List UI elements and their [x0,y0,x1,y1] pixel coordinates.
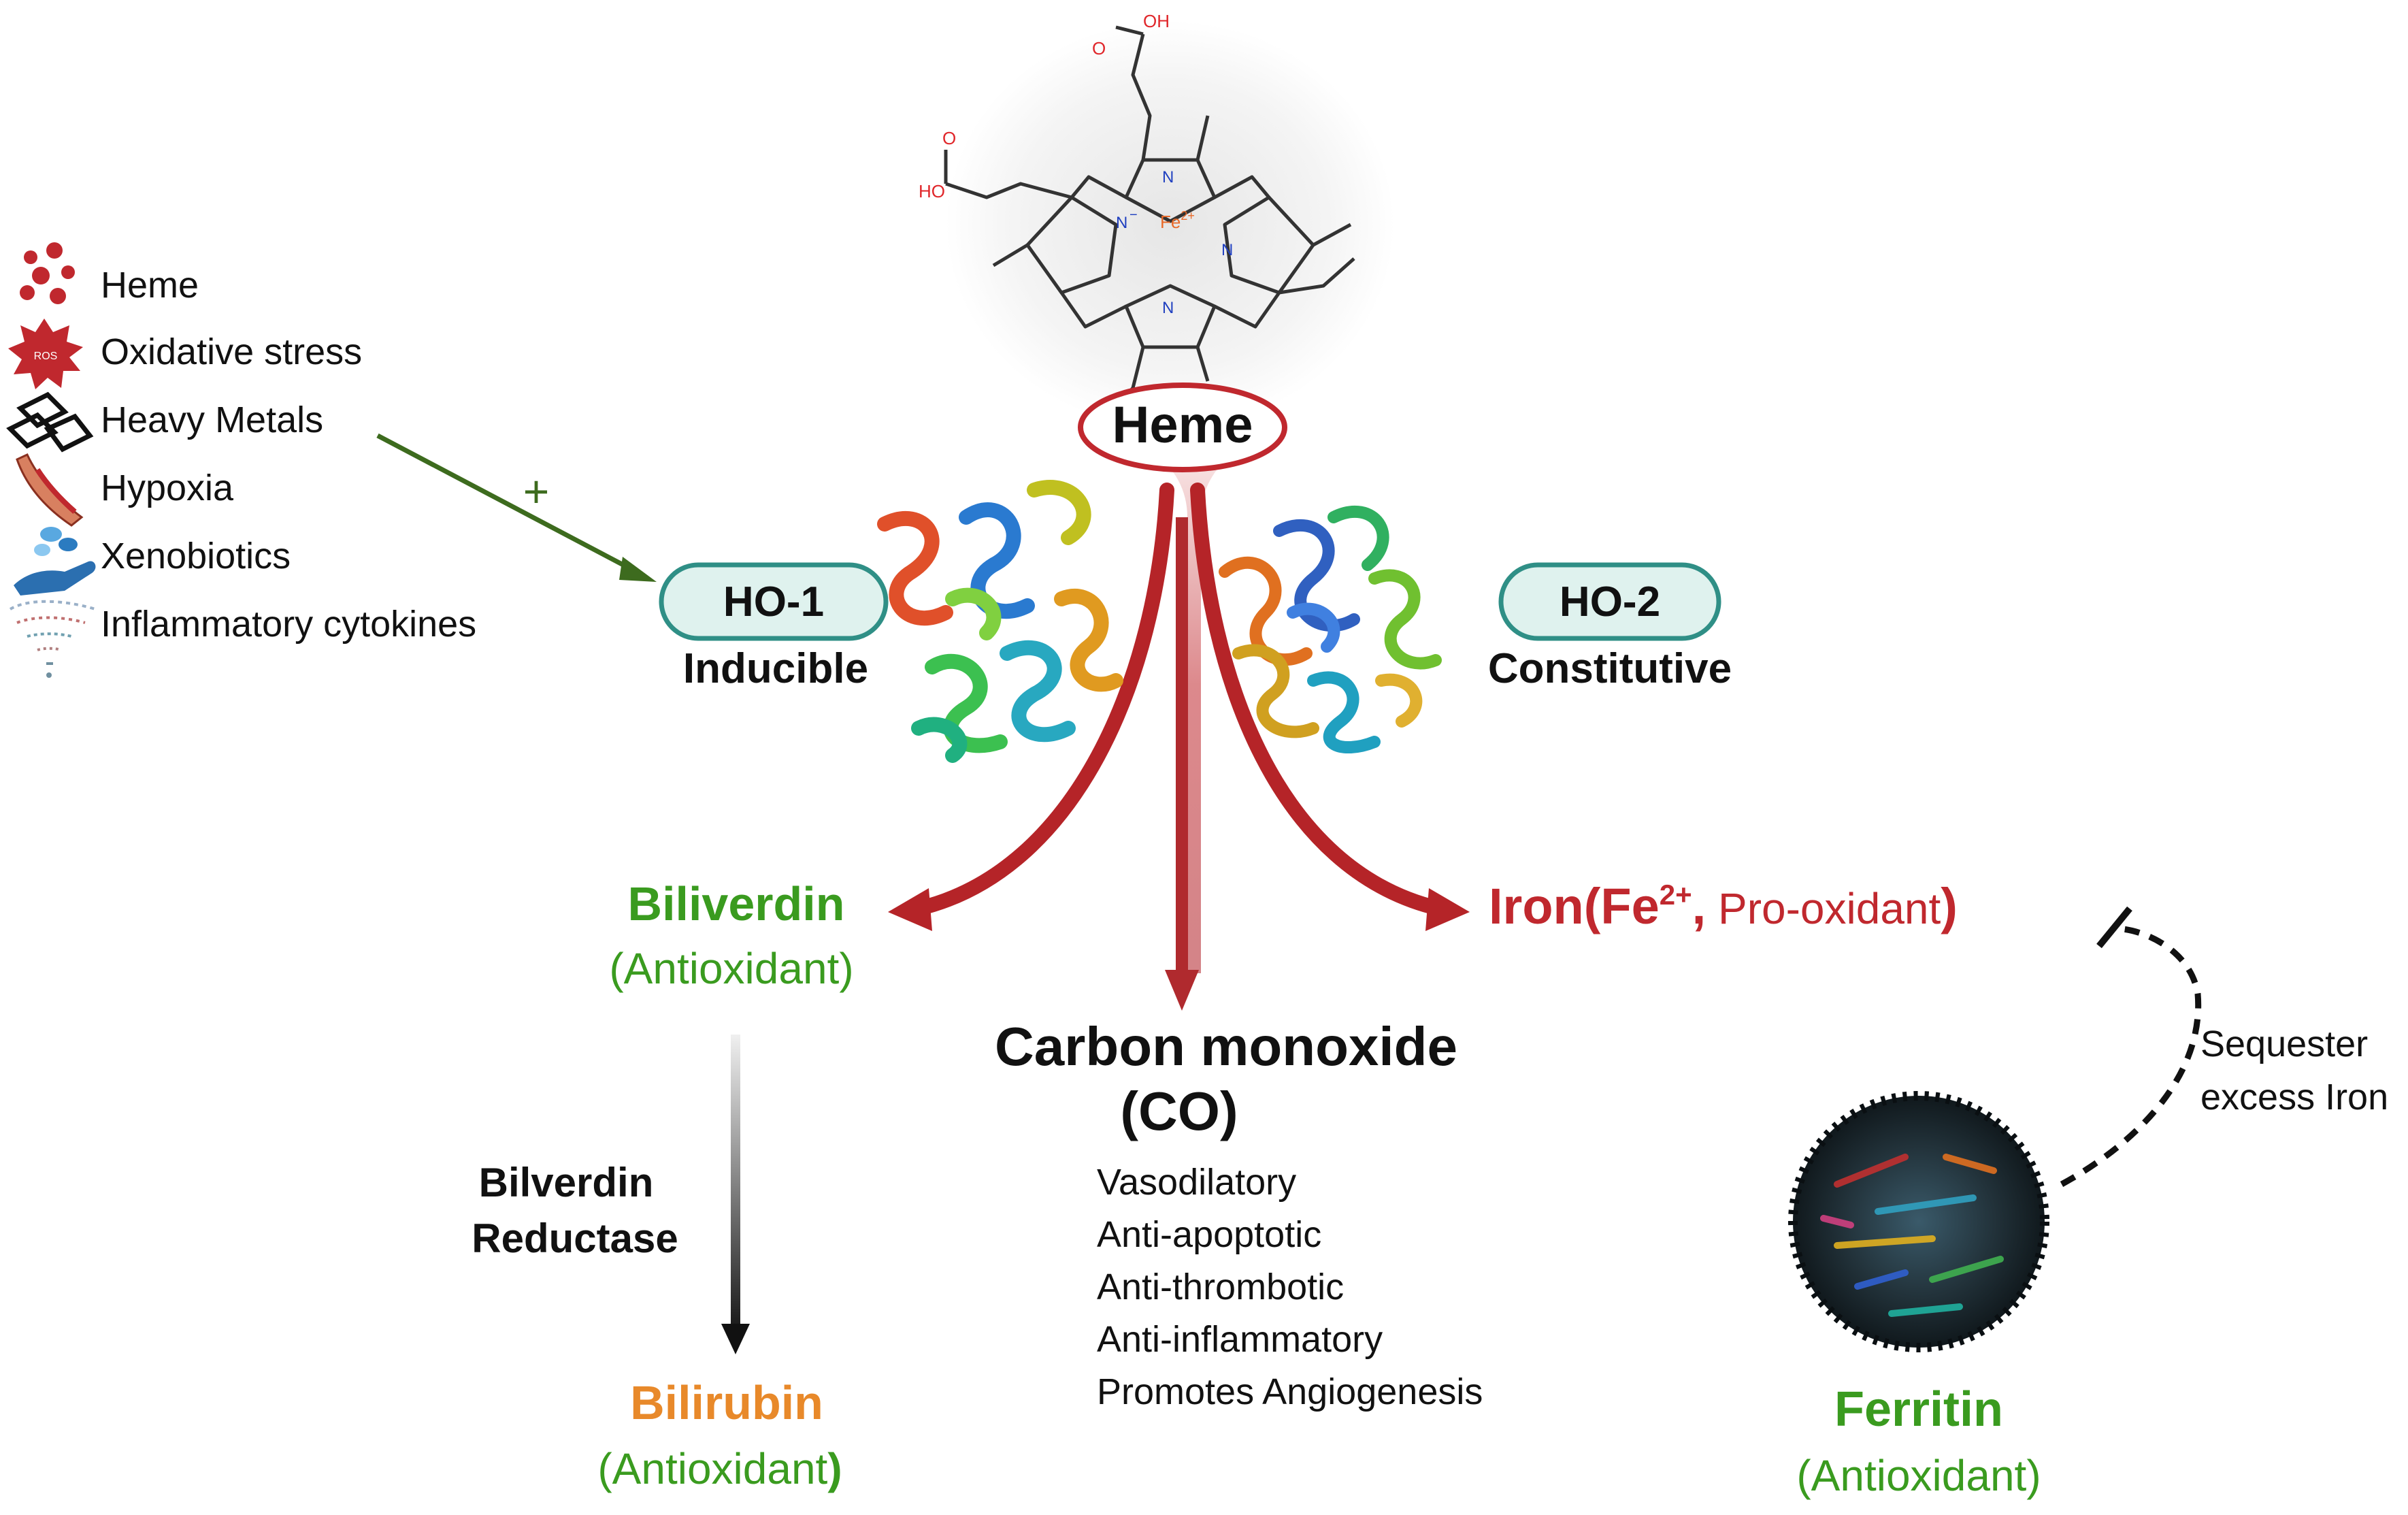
ho1-protein-structure [877,480,1123,763]
ferritin-node: Ferritin (Antioxidant) [1796,1382,2041,1500]
iron-node: Iron(Fe2+, Pro-oxidant) [1489,878,1958,934]
ho2-type: Constitutive [1488,645,1732,692]
inducer-inflammatory-cytokines: Inflammatory cytokines [101,604,476,645]
ho1-enzyme-node: HO-1 Inducible [659,562,889,692]
heme-dots-icon [20,242,75,304]
co-node: Carbon monoxide (CO) Vasodilatory Anti-a… [995,1016,1483,1412]
biliverdin-node: Biliverdin (Antioxidant) [609,877,853,993]
ferritin-name: Ferritin [1834,1382,2003,1437]
ros-burst-icon: ROS [8,319,83,389]
blood-vessel-icon [16,453,84,527]
reductase-line1: Bilverdin [479,1160,654,1205]
n-atom-left: N [1116,214,1127,232]
ho1-name: HO-1 [723,579,824,625]
bilirubin-role: (Antioxidant) [597,1444,842,1493]
co-effect: Anti-apoptotic [1097,1214,1321,1255]
co-effect: Anti-inflammatory [1097,1319,1383,1360]
co-effect: Vasodilatory [1097,1162,1296,1203]
heme-center-node: Heme [1078,382,1287,472]
ferritin-inhibition-line: Sequester excess Iron [2060,906,2388,1187]
co-abbr: (CO) [1120,1081,1238,1141]
n-atom-right: N [1221,241,1233,259]
ferritin-role: (Antioxidant) [1796,1451,2041,1500]
co-name: Carbon monoxide [995,1016,1457,1077]
acid-oh-top: OH [1143,11,1170,31]
fe-atom: Fe2+ [1160,209,1195,232]
acid-o-left: O [942,128,956,148]
biliverdin-name: Biliverdin [628,877,845,930]
co-effect: Anti-thrombotic [1097,1267,1344,1307]
iron-label: Iron(Fe2+, Pro-oxidant) [1489,878,1958,934]
heme-center-label: Heme [1112,396,1253,454]
bilirubin-node: Bilirubin (Antioxidant) [597,1376,842,1493]
ferritin-note-line2: excess Iron [2200,1077,2388,1118]
inducer-heme: Heme [101,265,199,306]
metal-bars-icon [6,391,94,453]
inducer-xenobiotics: Xenobiotics [101,536,291,576]
ros-badge: ROS [34,351,58,362]
ho2-enzyme-node: HO-2 Constitutive [1488,562,1732,692]
induction-plus-sign: + [523,466,550,517]
ho2-protein-structure [1219,505,1442,753]
inducer-oxidative-stress: Oxidative stress [101,331,362,372]
acid-ho-left: HO [919,181,945,201]
ferritin-note-line1: Sequester [2200,1024,2368,1064]
inducers-list: Heme ROS Oxidative stress Heavy Metals H… [6,242,476,678]
pills-hand-icon [14,527,96,596]
reductase-arrow: Bilverdin Reductase [472,1035,750,1354]
cytokine-swirl-icon [9,600,96,678]
n-minus-left: − [1129,208,1138,223]
ho2-name: HO-2 [1560,579,1660,625]
bilirubin-name: Bilirubin [630,1376,823,1429]
n-atom-top: N [1162,168,1174,186]
inducer-hypoxia: Hypoxia [101,468,234,508]
inducer-heavy-metals: Heavy Metals [101,400,323,440]
biliverdin-role: (Antioxidant) [609,944,853,993]
heme-degradation-arrows [888,449,1470,1011]
acid-o-top: O [1092,38,1106,59]
n-atom-bottom: N [1162,299,1174,317]
ferritin-protein-structure [1788,1091,2049,1352]
ho1-type: Inducible [683,645,868,692]
heme-molecule-structure: OH O O HO N N − N N Fe2+ [919,11,1395,429]
co-effect: Promotes Angiogenesis [1097,1371,1483,1412]
reductase-line2: Reductase [472,1216,678,1261]
induction-arrow: + [376,433,657,582]
